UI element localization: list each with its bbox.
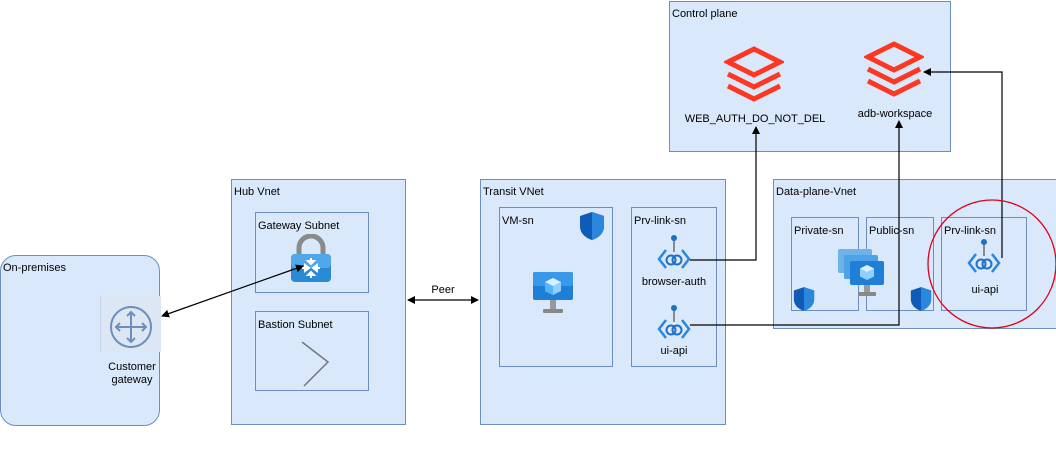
nsg-shield-icon: [580, 212, 604, 240]
data-plane-private-endpoint-icon: [967, 239, 1001, 273]
private-endpoint-browser-auth-icon: [657, 235, 691, 269]
vm-subnet-title: VM-sn: [502, 215, 534, 227]
transit-ui-api-label: ui-api: [660, 345, 688, 357]
vpn-gateway-lock-icon: [291, 234, 331, 282]
workspace-label: adb-workspace: [857, 108, 933, 120]
public-nsg-shield-icon: [910, 287, 932, 311]
hub-vnet-title: Hub Vnet: [234, 186, 280, 198]
databricks-web-auth-icon: [724, 46, 784, 102]
data-prv-link-subnet-title: Prv-link-sn: [944, 225, 996, 237]
data-plane-ui-api-label: ui-api: [971, 284, 999, 296]
bastion-subnet-title: Bastion Subnet: [258, 319, 333, 331]
databricks-workspace-icon: [864, 41, 924, 97]
virtual-machine-icon: [533, 272, 573, 313]
private-endpoint-ui-api-icon: [657, 305, 691, 339]
transit-prv-link-subnet-title: Prv-link-sn: [634, 215, 686, 227]
peer-label: Peer: [431, 284, 455, 296]
web-auth-label: WEB_AUTH_DO_NOT_DEL: [684, 113, 826, 125]
customer-gateway-label-1: Customer: [108, 361, 156, 373]
bastion-icon: [301, 341, 330, 387]
vm-scale-set-icon: [838, 249, 884, 296]
customer-gateway-label-2: gateway: [111, 374, 153, 386]
browser-auth-label: browser-auth: [641, 276, 707, 288]
gateway-subnet-title: Gateway Subnet: [258, 220, 340, 232]
on-premises-title: On-premises: [3, 262, 66, 274]
data-plane-vnet-title: Data-plane-Vnet: [776, 186, 857, 198]
public-subnet-title: Public-sn: [869, 225, 915, 237]
private-nsg-shield-icon: [793, 287, 815, 311]
customer-gateway-icon: [110, 306, 152, 348]
transit-vnet-title: Transit VNet: [483, 186, 544, 198]
private-subnet-title: Private-sn: [794, 225, 844, 237]
control-plane-title: Control plane: [672, 8, 738, 20]
